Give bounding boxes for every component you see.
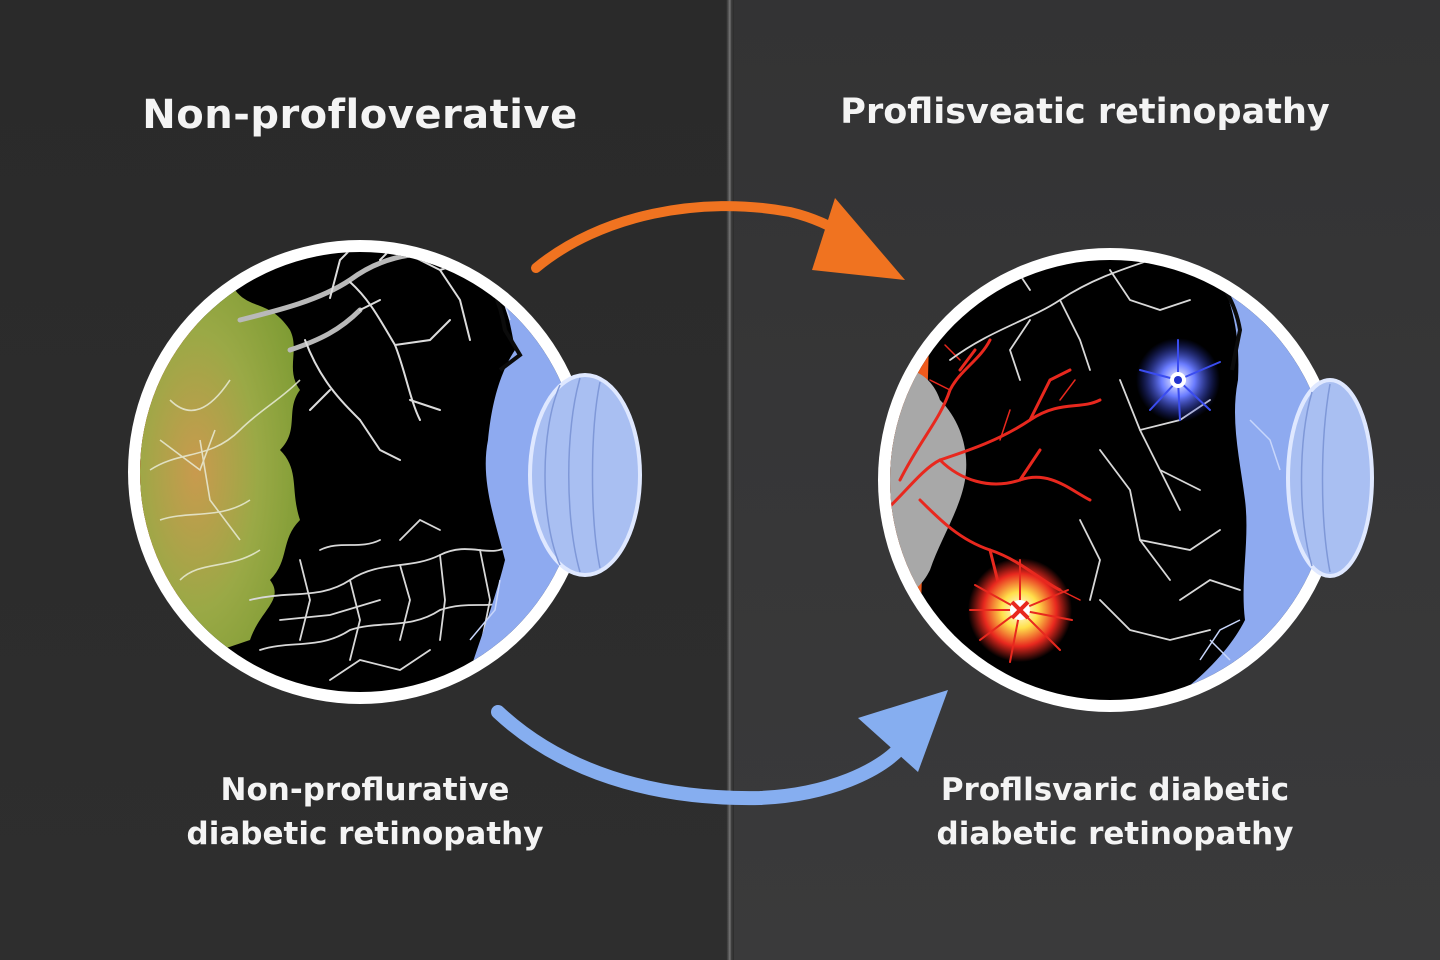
bottom-arrow [491, 690, 948, 806]
left-lesion-vessels [149, 379, 301, 581]
right-hemorrhage-red [968, 558, 1073, 663]
right-lens-lines [1300, 383, 1331, 573]
left-lower-vessel-network [249, 518, 511, 681]
right-panel-title: Proflisveatic retinopathy [840, 92, 1330, 132]
right-eye-illustration [878, 248, 1374, 712]
left-lens [528, 373, 642, 577]
right-hemorrhage-blue [1136, 338, 1221, 422]
left-eye-illustration [128, 240, 642, 704]
left-upper-vessels [237, 252, 413, 353]
left-lens-lines [544, 377, 601, 573]
left-lesion-cluster [140, 290, 300, 652]
left-panel-title: Non-profloverative [142, 92, 578, 138]
left-caption-line-2: diabetic retinopathy [186, 816, 544, 852]
left-caption-line-1: Non-proflurative [220, 772, 510, 808]
right-neovessel-branches [929, 344, 1081, 601]
right-panel-caption: Profllsvaric diabetic diabetic retinopat… [890, 768, 1340, 856]
left-panel-caption: Non-proflurative diabetic retinopathy [150, 768, 580, 856]
right-sclera-vessels [1199, 419, 1281, 661]
left-upper-vessel-branches [304, 252, 471, 461]
top-arrow [531, 198, 905, 280]
right-lens [1286, 378, 1374, 578]
right-caption-line-1: Profllsvaric diabetic [940, 772, 1290, 808]
panel-divider [726, 0, 734, 960]
right-caption-line-2: diabetic retinopathy [936, 816, 1294, 852]
